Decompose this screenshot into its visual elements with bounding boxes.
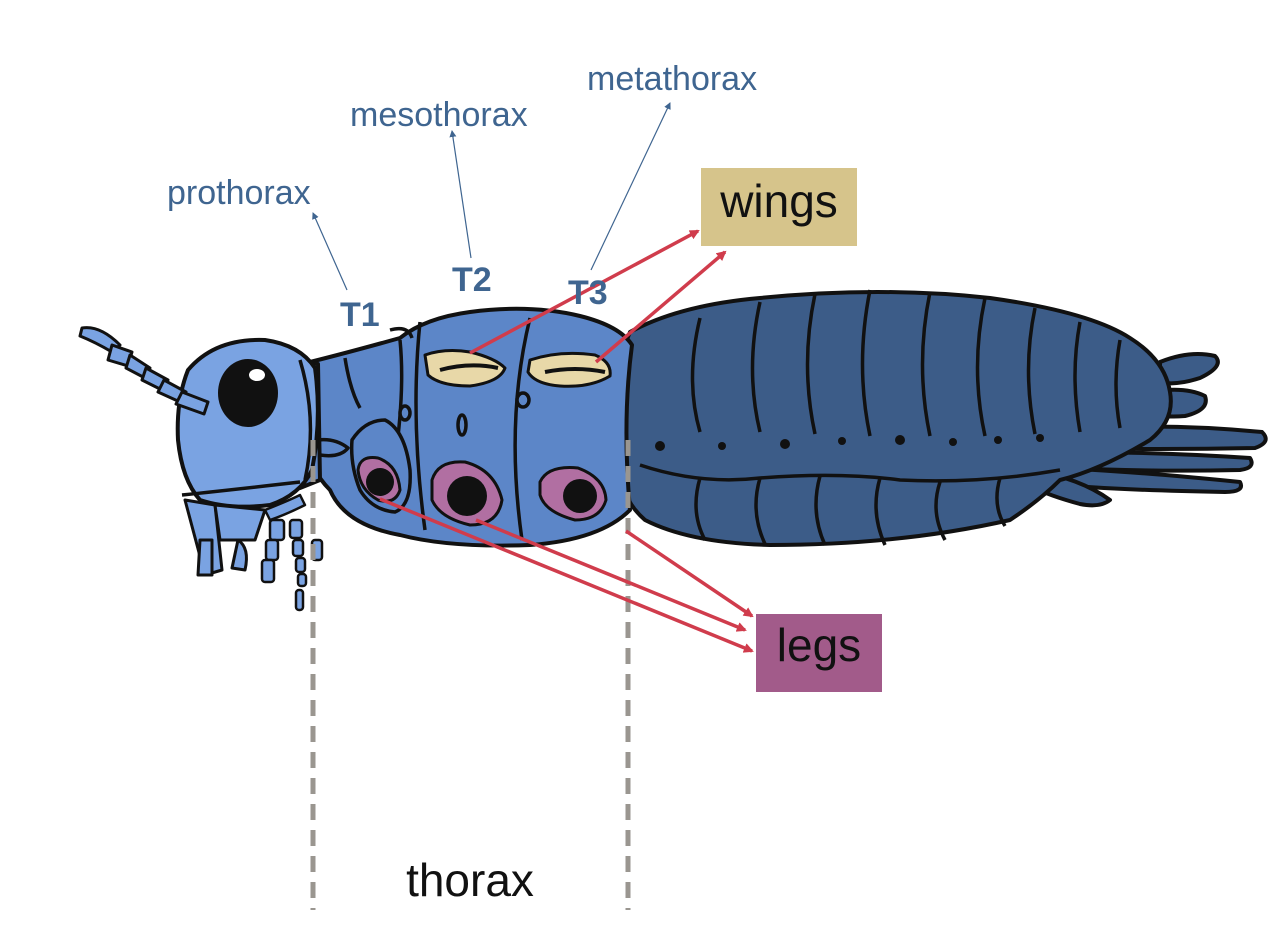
abdomen-segment-lines [639,289,1122,546]
wing-bud-t2 [423,349,507,388]
mesothorax-label: mesothorax [350,96,528,134]
wing-buds [423,349,612,388]
mouthparts [183,498,267,577]
arrow-t2-wing [469,229,700,355]
prothorax-label: prothorax [167,174,311,212]
legs-box [756,614,882,692]
t2-label: T2 [452,261,492,299]
spiracles [655,434,1044,451]
t1-label: T1 [340,296,380,334]
compound-eye [218,359,278,427]
arrow-t2-leg [475,518,747,632]
leg-buds [349,418,608,527]
wings-label: wings [719,175,838,227]
prothoracic-legs [260,493,324,612]
leg-arrows [379,497,754,653]
arrow-t3-leg [625,529,754,618]
segment-pointers [312,102,671,291]
arrow-t1-leg [379,497,754,653]
legs-label: legs [777,619,861,671]
arrow-t3-wing [594,250,727,364]
metathorax-label: metathorax [587,60,757,98]
thorax-label: thorax [406,854,534,906]
antenna [78,326,210,416]
t3-label: T3 [568,274,608,312]
wing-arrows [469,229,727,364]
wings-box [701,168,857,246]
insect-body [78,289,1268,612]
